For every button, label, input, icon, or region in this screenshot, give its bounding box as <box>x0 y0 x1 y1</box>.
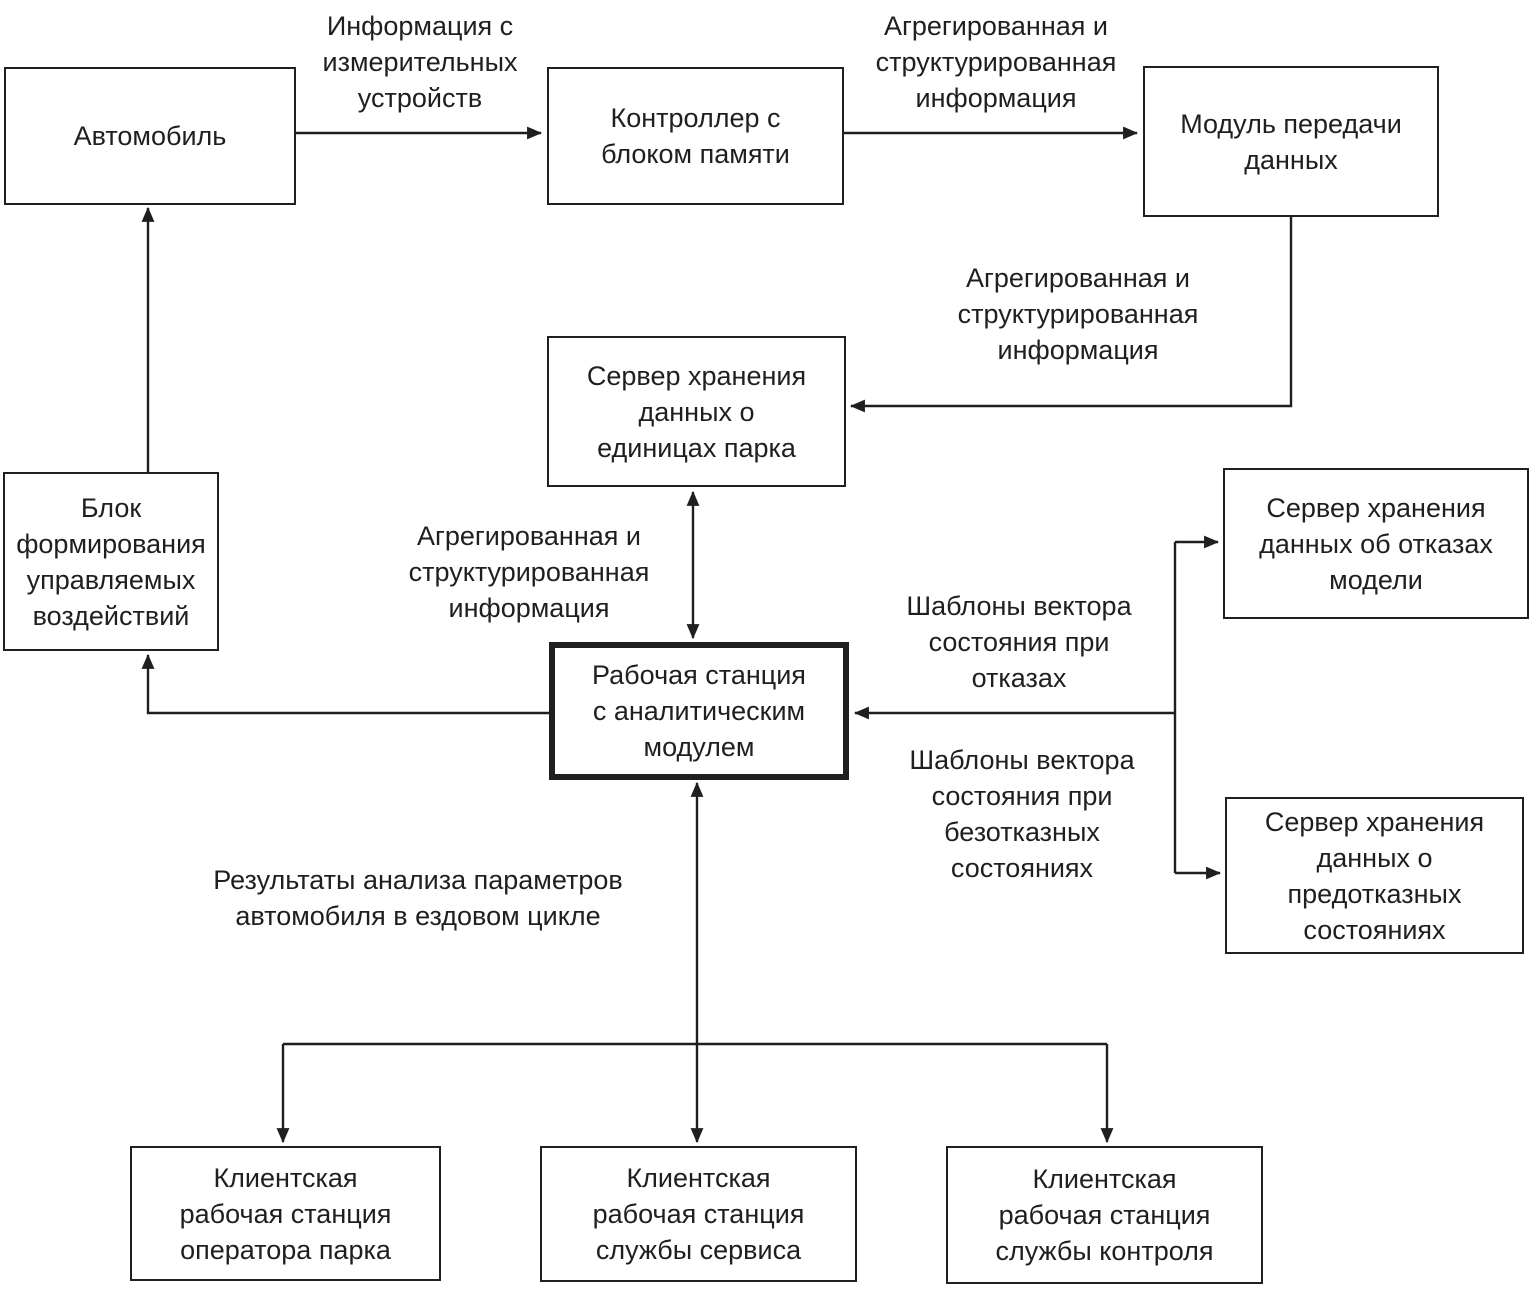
edge-transfer-module-to-fleet-server <box>849 216 1293 413</box>
node-fleet-data-server: Сервер хранения данных о единицах парка <box>547 336 846 487</box>
node-client-control-dept: Клиентская рабочая станция службы контро… <box>946 1146 1263 1284</box>
node-failures-data-server: Сервер хранения данных об отказах модели <box>1223 468 1529 619</box>
node-controller: Контроллер с блоком памяти <box>547 67 844 205</box>
edge-label-info-from-devices: Информация с измерительных устройств <box>322 11 518 113</box>
node-transfer-module: Модуль передачи данных <box>1143 66 1439 217</box>
edge-label-state-vector-no-failures: Шаблоны вектора состояния при безотказны… <box>909 745 1135 883</box>
edge-label-aggregated-info-right: Агрегированная и структурированная инфор… <box>957 263 1199 365</box>
node-client-fleet-operator: Клиентская рабочая станция оператора пар… <box>130 1146 441 1281</box>
node-prefailure-data-server: Сервер хранения данных о предотказных со… <box>1225 797 1524 954</box>
node-analytic-workstation: Рабочая станция с аналитическим модулем <box>549 642 849 780</box>
node-control-actions-block: Блок формирования управляемых воздействи… <box>3 472 219 651</box>
edge-label-state-vector-failures: Шаблоны вектора состояния при отказах <box>906 591 1132 693</box>
edge-label-analysis-results: Результаты анализа параметров автомобиля… <box>213 865 623 931</box>
node-client-service-dept: Клиентская рабочая станция службы сервис… <box>540 1146 857 1282</box>
edge-label-aggregated-info-center: Агрегированная и структурированная инфор… <box>408 521 650 623</box>
node-car: Автомобиль <box>4 67 296 205</box>
edge-workstation-to-control-block <box>141 653 549 715</box>
edge-label-aggregated-info-top: Агрегированная и структурированная инфор… <box>875 11 1117 113</box>
